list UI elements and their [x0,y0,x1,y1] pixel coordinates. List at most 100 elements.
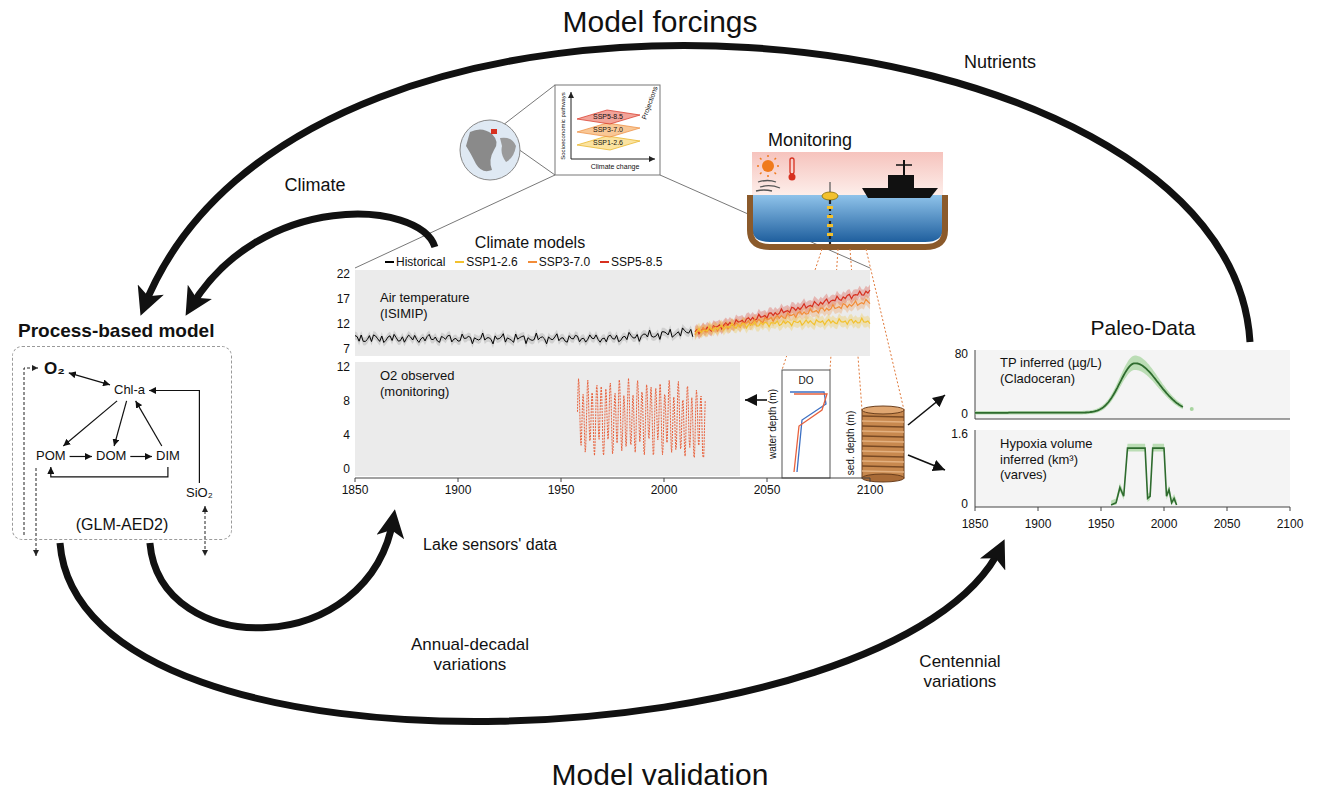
varve-stripe [862,426,904,427]
state-variable: O₂ [42,358,67,380]
axis-year: 1850 [342,484,369,498]
axis-tickmark [870,478,871,482]
flow-arrow [144,46,1250,342]
axis-year: 1900 [445,484,472,498]
model-frame: Process-based model (GLM-AED2) O₂ Chl-aPOM D… [12,320,232,540]
axis-tick: 4 [343,429,350,443]
varve-stripe [862,461,904,462]
varve-stripe [862,441,904,442]
varve-stripe [862,416,904,417]
process-arrow [69,373,110,385]
axis-year: 2000 [651,484,678,498]
legend-swatch [385,261,394,264]
panel-title: O2 observed (monitoring) [380,368,480,399]
axis-tick: 0 [343,463,350,477]
model-name: (GLM-AED2) [12,516,232,534]
legend-text: SSP1-2.6 [466,255,517,269]
varve-stripe [862,456,904,457]
sensor-mark [827,233,833,236]
globe-icon [460,120,520,180]
axis-year: 2050 [754,484,781,498]
scenario-line [695,299,870,335]
sensor-mark [827,224,833,227]
variable-name: O₂ [42,358,67,380]
axis-tickmark [664,478,665,482]
axis-tick: 1.6 [951,428,968,442]
axis-tick: 0 [961,408,968,422]
uncertainty-band [1111,444,1177,505]
arrow-label: Centennial variations [895,652,1025,691]
process-arrow [51,467,168,477]
axis-tickmark [975,507,976,511]
axis-tickmark [1038,507,1039,511]
axis-label: sed. depth (m) [845,411,857,475]
model-heading: Process-based model [18,320,214,342]
process-arrow [149,391,199,484]
chart-panel: TP inferred (µg/L) (Cladoceran) [940,345,1300,420]
legend-item: Historical [385,255,445,269]
sensor-mark [827,206,833,209]
axis-tick: 8 [343,395,350,409]
chart-panel: Hypoxia volume inferred (km³) (varves) [940,430,1300,535]
axis-year: 2100 [857,484,884,498]
axis-year: 2100 [1277,518,1304,532]
scenario-line [695,318,870,333]
oxygen-series [578,378,706,457]
process-arrow [136,401,162,446]
varve-stripe [862,471,904,472]
panel-title: Air temperature (ISIMIP) [380,290,500,321]
axis-tickmark [1164,507,1165,511]
scenario-label: SSP5-8.5 [593,113,623,121]
process-arrow [130,456,152,457]
axis-year: 2000 [1151,518,1178,532]
varve-stripe [862,436,904,437]
section-label: Climate models [475,234,585,252]
state-variable: SiO₂ [184,485,215,502]
legend-text: SSP3-7.0 [539,255,590,269]
varve-stripe [862,446,904,447]
axis-tickmark [458,478,459,482]
axis-tickmark [767,478,768,482]
variable-name: POM [34,448,68,465]
uncertainty-band [695,294,870,341]
uncertainty-band [975,356,1183,415]
panel-title: TP inferred (µg/L) (Cladoceran) [1000,355,1125,386]
panel-title: Hypoxia volume inferred (km³) (varves) [1000,436,1110,483]
axis-tickmark [1101,507,1102,511]
axis-label: water depth (m) [767,389,779,459]
scenario-inset [555,85,660,175]
data-arrow [745,399,767,401]
varve-stripe [862,466,904,467]
flow-arrow [60,543,1001,722]
legend-swatch [528,261,537,264]
legend-text: Historical [396,255,445,269]
axis-year: 2050 [1214,518,1241,532]
uncertainty-band [355,324,693,348]
arrow-label: Climate [284,175,345,196]
charts [355,270,1290,511]
diagram-title: Model forcings [562,5,757,40]
state-variable: POM [34,448,68,465]
section-heading: Model validation [552,758,769,793]
legend-item: SSP1-2.6 [455,255,517,269]
axis-label: Climate change [591,163,640,171]
scenario-label: SSP1-2.6 [593,139,623,147]
historical-line [355,328,693,344]
state-variable: Chl-a [112,382,147,399]
axis-year: 1850 [962,518,989,532]
section-label: Paleo-Data [1090,316,1195,340]
variable-name: DOM [94,448,128,465]
axis-label: Socioeconomic pathways [560,92,567,160]
axis-tickmark [355,478,356,482]
axis-tick: 12 [337,361,350,375]
varve-stripe [862,421,904,422]
axis-tick: 7 [343,343,350,357]
legend-item: SSP3-7.0 [528,255,590,269]
varve-stripe [862,431,904,432]
chart-panel: Air temperature (ISIMIP) [320,250,875,355]
process-arrow [114,401,127,446]
variable-name: Chl-a [112,382,147,399]
axis-year: 1950 [1088,518,1115,532]
